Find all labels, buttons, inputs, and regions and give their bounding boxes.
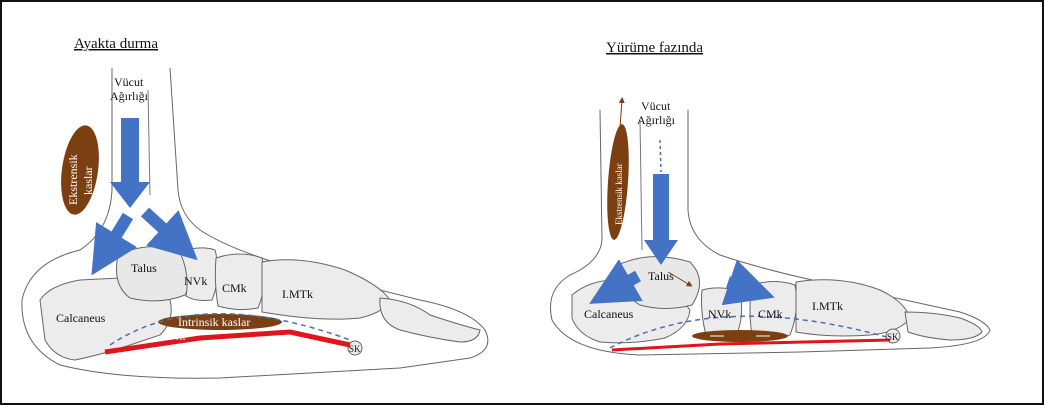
right-panel: Yürüme fazında Ekstrensik kaslar Vücut (550, 40, 990, 355)
right-sk-label: SK (887, 332, 899, 342)
left-cmk-label: CMk (222, 281, 247, 295)
right-extrinsic-pull-arrow (620, 100, 622, 128)
left-nvk-label: NVk (184, 274, 207, 288)
right-weight-dashed-line (660, 140, 661, 172)
left-phalanges (380, 298, 480, 342)
right-intrinsic-muscle (692, 330, 788, 342)
left-sk-label: SK (349, 344, 361, 354)
left-title: Ayakta durma (74, 36, 158, 52)
left-extrinsic-muscle (56, 123, 104, 217)
left-weight-label-1: Vücut (114, 75, 144, 89)
left-intrinsic-label: İntrinsik kaslar (178, 315, 250, 329)
right-imtk-label: I.MTk (812, 299, 843, 313)
right-extrinsic-label: Ekstrensik kaslar (614, 163, 624, 225)
right-weight-label-2: Ağırlığı (637, 113, 676, 127)
left-imtk-label: I.MTk (282, 287, 313, 301)
right-cmk-label: CMk (758, 307, 783, 321)
left-weight-label-2: Ağırlığı (110, 89, 149, 103)
right-arrow-to-forefoot (728, 282, 752, 290)
left-arrow-to-forefoot (145, 212, 180, 244)
left-extrinsic-label-2: kaslar (81, 166, 95, 195)
left-extrinsic-label-1: Ekstrensik (66, 154, 80, 205)
left-ap-label: AP (176, 332, 188, 342)
left-panel: Ayakta durma Ekstrensik kaslar Vücut Ağı… (22, 36, 488, 378)
left-talus-label: Talus (131, 261, 157, 275)
right-weight-label-1: Vücut (641, 99, 671, 113)
right-body-weight-arrow (644, 174, 678, 265)
left-arrow-to-heel (104, 216, 128, 255)
right-calcaneus-label: Calcaneus (584, 307, 634, 321)
left-calcaneus-label: Calcaneus (56, 311, 106, 325)
right-talus-label: Talus (648, 269, 674, 283)
left-body-weight-arrow (110, 118, 150, 208)
right-nvk-label: NVk (708, 307, 731, 321)
right-title: Yürüme fazında (606, 40, 703, 56)
